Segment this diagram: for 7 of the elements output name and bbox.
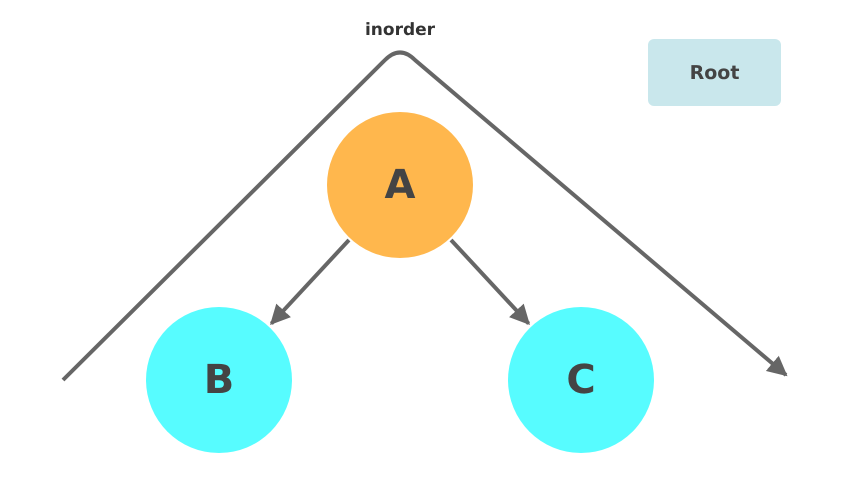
root-key-box: Root bbox=[648, 39, 781, 106]
tree-node-circle: B bbox=[146, 307, 292, 453]
tree-node-circle: A bbox=[327, 112, 473, 258]
arrow bbox=[450, 238, 530, 326]
tree-node-circle: C bbox=[508, 307, 654, 453]
traversal-label: inorder bbox=[364, 20, 436, 40]
arrow bbox=[270, 238, 350, 326]
